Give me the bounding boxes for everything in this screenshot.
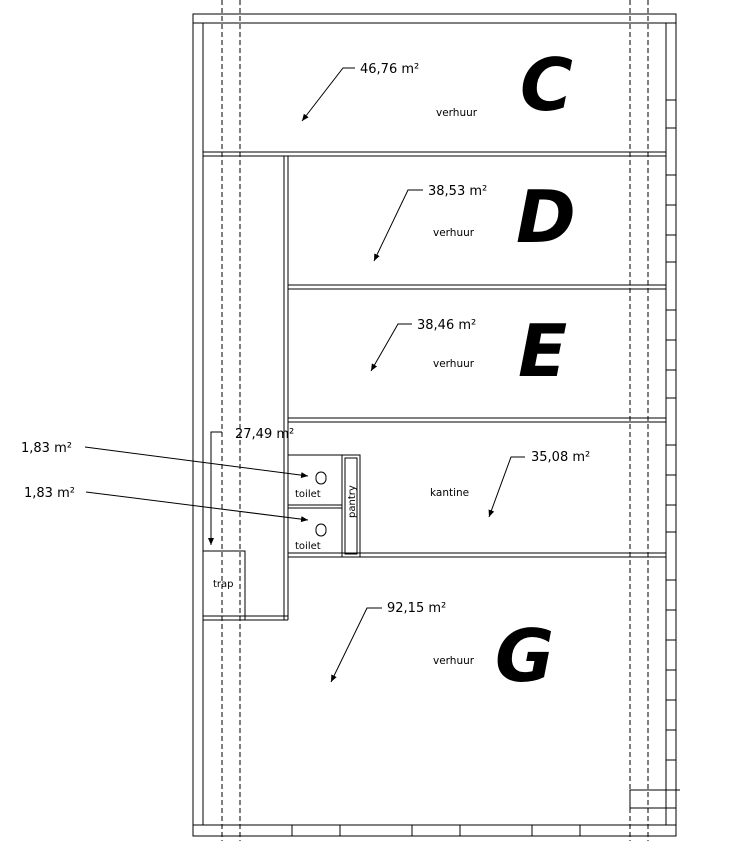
canteen-area: 35,08 m² (531, 450, 590, 465)
unit-g-area: 92,15 m² (387, 601, 446, 616)
unit-d-use: verhuur (433, 227, 475, 239)
corridor: 27,49 m² (235, 427, 294, 442)
unit-e-area: 38,46 m² (417, 318, 476, 333)
unit-d: 38,53 m² verhuur D (373, 175, 576, 262)
area-leader-g (330, 607, 382, 683)
unit-g: 92,15 m² verhuur G (330, 601, 554, 698)
area-leader-e (370, 323, 412, 372)
canteen: 35,08 m² kantine (430, 450, 590, 518)
unit-c-letter: C (520, 43, 573, 127)
building-outline (192, 0, 680, 841)
stairs-label: trap (213, 579, 234, 590)
unit-d-area: 38,53 m² (428, 184, 487, 199)
toilet-1-area: 1,83 m² (21, 441, 72, 456)
area-leader-c (301, 67, 355, 122)
unit-g-letter: G (495, 614, 554, 698)
pantry-label: pantry (347, 485, 358, 518)
area-leader-canteen (488, 456, 525, 518)
unit-c-use: verhuur (436, 107, 478, 119)
unit-e: 38,46 m² verhuur E (370, 309, 567, 393)
area-leader-toilet-2 (85, 491, 309, 523)
toilet-2-label: toilet (295, 541, 321, 552)
area-leader-d (373, 189, 423, 262)
corridor-area: 27,49 m² (235, 427, 294, 442)
area-leader-toilet-1 (84, 446, 309, 479)
toilet-2: 1,83 m² toilet (24, 486, 321, 552)
toilet-1-label: toilet (295, 489, 321, 500)
toilet-1: 1,83 m² toilet (21, 441, 321, 500)
toilet-2-area: 1,83 m² (24, 486, 75, 501)
unit-c: 46,76 m² verhuur C (301, 43, 573, 127)
unit-d-letter: D (516, 175, 576, 259)
canteen-use: kantine (430, 487, 469, 499)
unit-g-use: verhuur (433, 655, 475, 667)
unit-e-letter: E (518, 309, 567, 393)
unit-e-use: verhuur (433, 358, 475, 370)
unit-c-area: 46,76 m² (360, 62, 419, 77)
